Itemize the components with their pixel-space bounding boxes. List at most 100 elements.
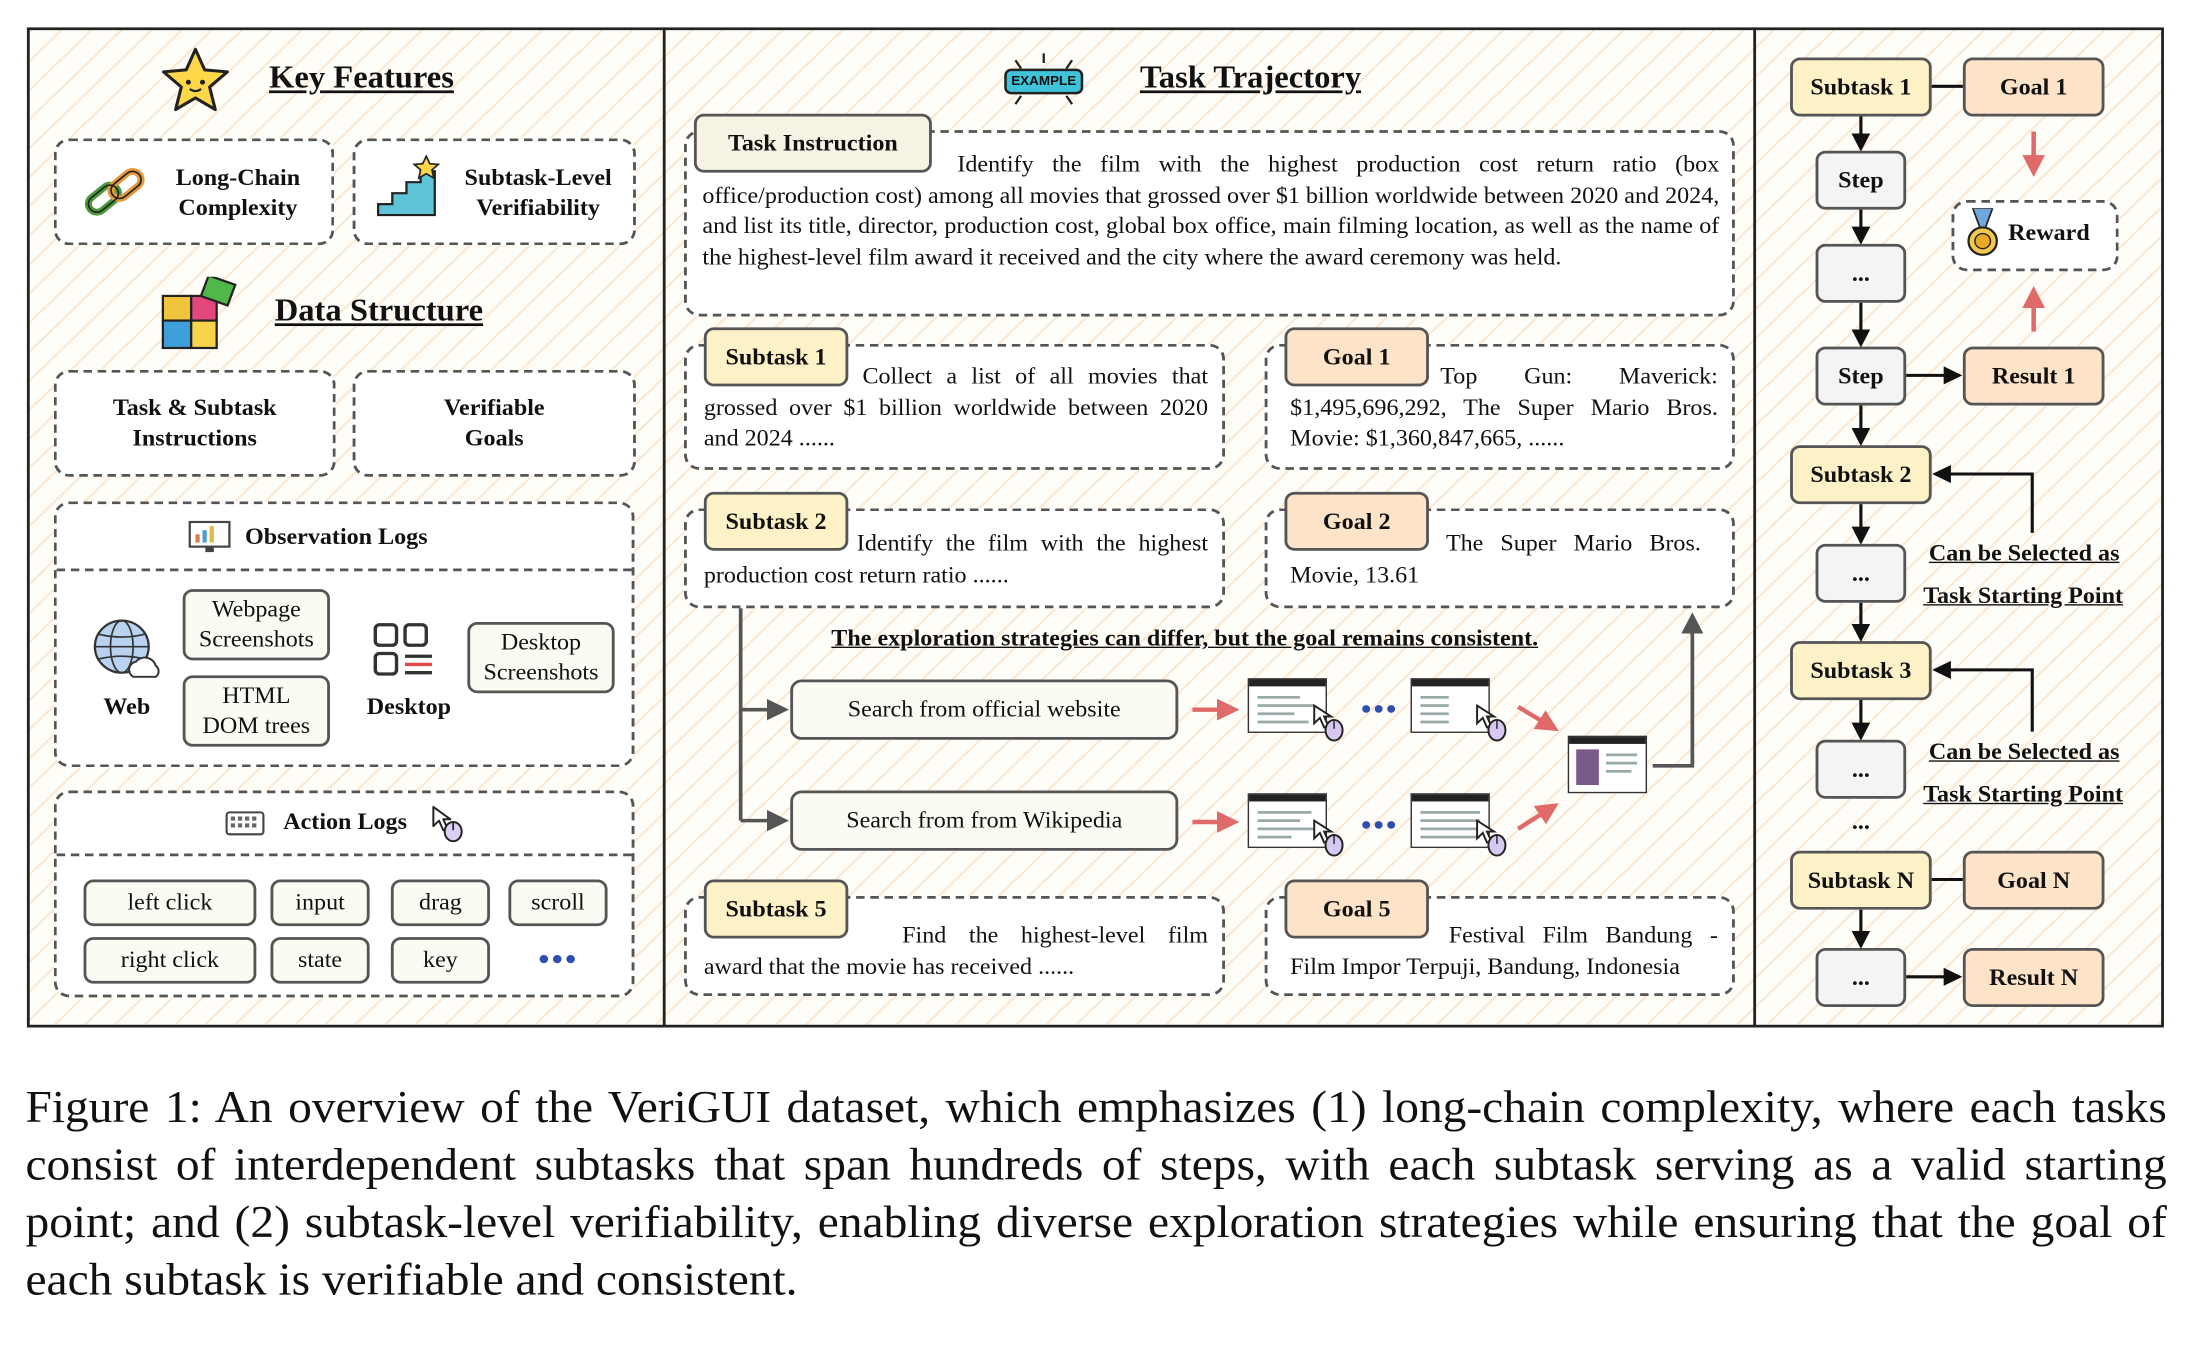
- globe-cloud-icon: [93, 619, 160, 678]
- task-instruction-label: Task Instruction: [693, 113, 932, 173]
- right-goal1: Goal 1: [1962, 57, 2105, 117]
- right-panel: Subtask 1 Goal 1 Step ... Step Reward Re…: [1756, 30, 2161, 1025]
- middle-flow-arrows: [738, 608, 1704, 833]
- action-state: state: [270, 937, 370, 984]
- left-panel: Key Features Long-Chain Complexity Subta…: [30, 30, 663, 1025]
- action-logs-divider: [56, 853, 632, 857]
- goal2-label: Goal 2: [1284, 491, 1429, 551]
- star-icon: [162, 47, 229, 112]
- right-subtask3: Subtask 3: [1790, 641, 1932, 701]
- goal5-text-wrap: Festival Film Bandung - Film Impor Terpu…: [1290, 921, 1718, 983]
- merge-arrow-to-goal2: [1652, 612, 1704, 768]
- task-instruction-text-wrap: Identify the film with the highest produ…: [702, 149, 1719, 272]
- right-dots3: ...: [1815, 739, 1907, 799]
- feature-long-chain-label: Long-Chain Complexity: [175, 163, 301, 221]
- subtask2-text: Identify the film with the highest produ…: [703, 530, 1209, 588]
- ellipsis-dots-1: ●●●: [1360, 697, 1399, 718]
- panel-divider-right: [1753, 27, 1757, 1028]
- subtask1-label: Subtask 1: [703, 327, 849, 387]
- right-subtask1: Subtask 1: [1790, 57, 1932, 117]
- edge-note2-subtask3: [1932, 660, 2034, 732]
- example-badge-icon: [1004, 53, 1084, 105]
- action-key: key: [390, 937, 491, 984]
- mouse-cursor-icon: [432, 805, 463, 843]
- right-result1: Result 1: [1962, 346, 2105, 406]
- monitor-chart-icon: [188, 520, 231, 553]
- web-label: Web: [103, 693, 151, 720]
- task-trajectory-title: Task Trajectory: [1140, 60, 1362, 95]
- right-resultN: Result N: [1962, 948, 2105, 1007]
- desktop-screenshots-chip: Desktop Screenshots: [467, 621, 615, 694]
- app-grid-icon: [373, 623, 432, 676]
- action-logs-title: Action Logs: [283, 808, 407, 835]
- subtask2-text-wrap: Identify the film with the highest produ…: [704, 529, 1208, 591]
- action-input: input: [270, 879, 370, 927]
- red-arrow-3: [1516, 705, 1559, 732]
- example-badge-text: EXAMPLE: [1011, 73, 1077, 90]
- observation-logs-divider: [56, 568, 632, 572]
- goal2-text-wrap: The Super Mario Bros. Movie, 13.61: [1290, 529, 1701, 591]
- puzzle-icon: [161, 276, 237, 350]
- feature-subtask-verifiability-label: Subtask-Level Verifiability: [464, 163, 612, 221]
- webpage-screenshots-chip: Webpage Screenshots: [182, 589, 330, 661]
- goal1-label: Goal 1: [1284, 327, 1429, 387]
- right-flow-arrows: [1851, 84, 2045, 986]
- medal-icon: [1967, 208, 1998, 256]
- data-structure-title: Data Structure: [274, 293, 484, 328]
- task-instruction-body: Identify the film with the highest produ…: [702, 150, 1720, 270]
- data-box-goals: Verifiable Goals: [352, 369, 636, 477]
- subtask1-text: Collect a list of all movies that grosse…: [703, 363, 1209, 451]
- strategy-wikipedia: Search from from Wikipedia: [790, 790, 1179, 851]
- right-goalN: Goal N: [1962, 850, 2105, 910]
- feature-subtask-verifiability: Subtask-Level Verifiability: [352, 138, 636, 246]
- goal5-text: Festival Film Bandung - Film Impor Terpu…: [1290, 922, 1718, 979]
- starting-point-note-1-line2: Task Starting Point: [1923, 582, 2123, 609]
- observation-logs-box: Observation Logs Web Webpage Screenshots…: [53, 501, 635, 768]
- key-features-title: Key Features: [269, 60, 454, 95]
- keyboard-icon: [225, 811, 265, 836]
- goal1-text-wrap: Top Gun: Maverick: $1,495,696,292, The S…: [1290, 362, 1718, 454]
- strategy-official-website: Search from official website: [790, 679, 1179, 740]
- right-dots2: ...: [1815, 543, 1907, 603]
- right-subtaskN: Subtask N: [1790, 850, 1932, 910]
- html-dom-chip: HTML DOM trees: [182, 675, 330, 747]
- edge-note1-subtask2: [1932, 464, 2034, 533]
- figure-caption: Figure 1: An overview of the VeriGUI dat…: [25, 1082, 2167, 1306]
- subtask2-label: Subtask 2: [703, 491, 849, 551]
- red-arrow-4: [1516, 803, 1559, 831]
- mouse-icon-1: [1313, 704, 1344, 742]
- starting-point-note-2-line1: Can be Selected as: [1928, 738, 2120, 765]
- subtask5-label: Subtask 5: [703, 879, 849, 939]
- action-drag: drag: [390, 879, 491, 927]
- desktop-label: Desktop: [366, 693, 452, 720]
- right-step1: Step: [1815, 150, 1907, 210]
- subtask5-text: Find the highest-level film award that t…: [703, 922, 1209, 979]
- right-dots-between: ...: [1851, 808, 1870, 835]
- task-instruction-box: [684, 130, 1735, 317]
- strategy-note: The exploration strategies can differ, b…: [831, 624, 1539, 651]
- starting-point-note-1-line1: Can be Selected as: [1928, 539, 2120, 566]
- panel-divider-left: [662, 27, 666, 1028]
- ellipsis-dots-2: ●●●: [1360, 813, 1399, 835]
- action-logs-box: Action Logs left click input drag scroll…: [53, 790, 635, 998]
- staircase-star-icon: [376, 154, 441, 217]
- right-dots1: ...: [1815, 243, 1907, 303]
- data-box-instructions: Task & Subtask Instructions: [53, 369, 336, 477]
- goal2-text: The Super Mario Bros. Movie, 13.61: [1290, 530, 1701, 588]
- mouse-icon-3: [1313, 819, 1344, 857]
- right-dots4: ...: [1815, 948, 1907, 1007]
- mouse-icon-4: [1476, 819, 1507, 857]
- feature-long-chain: Long-Chain Complexity: [53, 138, 335, 246]
- chain-link-icon: [84, 168, 145, 216]
- middle-panel: EXAMPLE Task Trajectory Task Instruction…: [666, 30, 1754, 1025]
- right-step2: Step: [1815, 346, 1907, 406]
- observation-logs-title: Observation Logs: [245, 523, 428, 550]
- action-right-click: right click: [83, 937, 257, 984]
- reward-label: Reward: [2008, 219, 2090, 246]
- right-subtask2: Subtask 2: [1790, 445, 1932, 505]
- subtask5-text-wrap: Find the highest-level film award that t…: [704, 921, 1208, 983]
- goal1-text: Top Gun: Maverick: $1,495,696,292, The S…: [1290, 363, 1718, 451]
- goal5-label: Goal 5: [1284, 879, 1429, 939]
- subtask1-text-wrap: Collect a list of all movies that grosse…: [704, 362, 1208, 454]
- action-scroll: scroll: [508, 879, 608, 927]
